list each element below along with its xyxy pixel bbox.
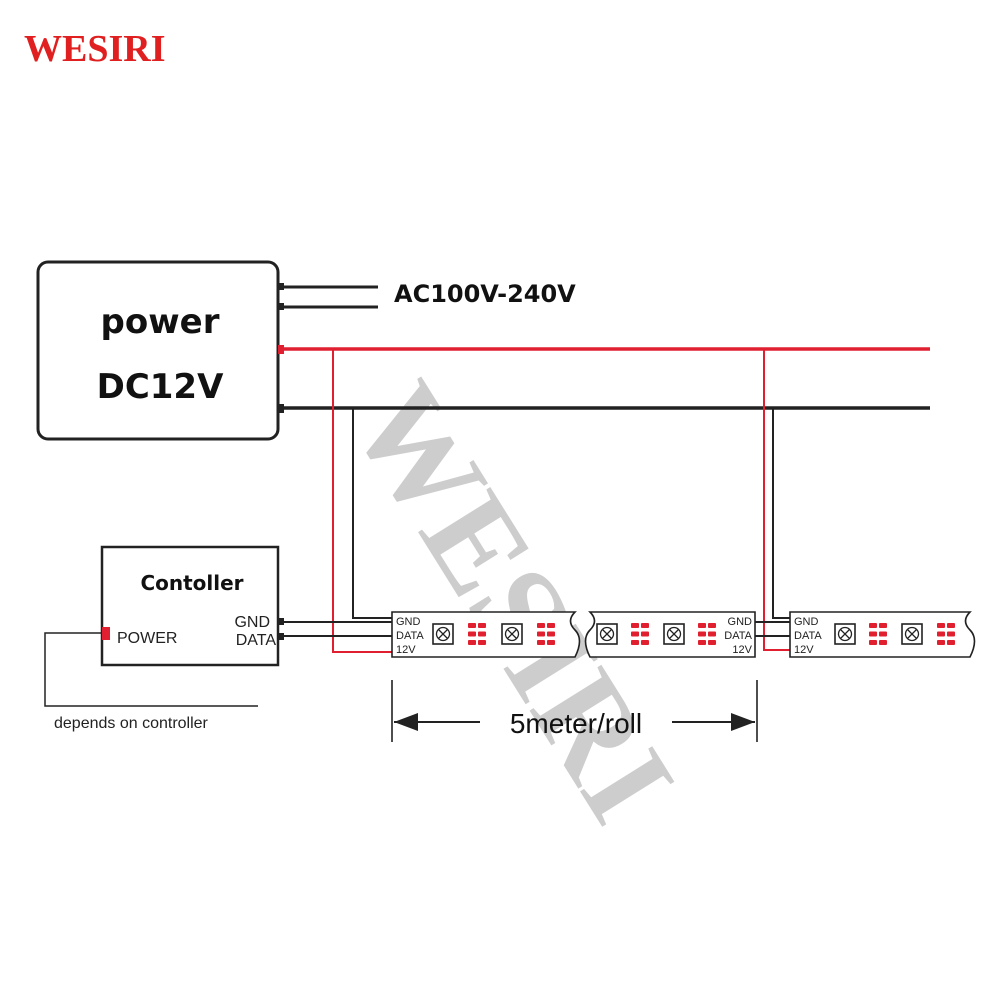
led-chip-icon: [432, 623, 454, 645]
strip1-positive-drop: [332, 349, 392, 653]
strip1-data-label: DATA: [396, 630, 424, 642]
arrow-left-icon: [394, 713, 418, 731]
led-chip-icon: [901, 623, 923, 645]
length-dimension: 5meter/roll: [391, 680, 758, 742]
power-supply: power DC12V: [36, 260, 284, 441]
led-strip-1: GND DATA 12V: [391, 611, 581, 658]
strip1-gnd-label: GND: [396, 616, 421, 628]
watermark: WESIRI: [323, 359, 702, 846]
controller-power-terminal: [102, 627, 110, 640]
power-supply-box: [36, 260, 280, 441]
controller-power-label: POWER: [117, 630, 177, 647]
strip1-negative-drop: [352, 408, 392, 619]
led-chip-icon: [663, 623, 685, 645]
controller-gnd-label: GND: [234, 614, 270, 631]
controller-power-note: depends on controller: [54, 715, 209, 732]
led-chip-icon: [596, 623, 618, 645]
brand-logo: WESIRI: [24, 28, 166, 70]
strip2-gnd-label: GND: [728, 616, 753, 628]
led-chip-icon: [501, 623, 523, 645]
controller: Contoller POWER GND DATA: [100, 545, 284, 667]
led-strip-3: GND DATA 12V: [789, 611, 976, 658]
strip3-positive-drop: [763, 349, 790, 651]
power-title: power: [101, 302, 220, 342]
ac-input-label: AC100V-240V: [394, 280, 576, 308]
strip-length-label: 5meter/roll: [510, 708, 642, 739]
strip1-12v-label: 12V: [396, 644, 416, 656]
strip3-12v-label: 12V: [794, 644, 814, 656]
arrow-right-icon: [731, 713, 755, 731]
controller-box: [100, 545, 280, 667]
controller-title: Contoller: [140, 571, 243, 595]
strip3-data-label: DATA: [794, 630, 822, 642]
led-strip-2: GND DATA 12V: [584, 611, 756, 658]
controller-power-wire: [44, 632, 258, 707]
power-output-voltage: DC12V: [97, 367, 224, 407]
strip2-data-label: DATA: [724, 630, 752, 642]
ac-input-wires: AC100V-240V: [284, 280, 576, 309]
controller-data-label: DATA: [236, 632, 277, 649]
strip2-12v-label: 12V: [732, 644, 752, 656]
led-chip-icon: [834, 623, 856, 645]
strip3-negative-drop: [772, 408, 790, 619]
strip3-gnd-label: GND: [794, 616, 819, 628]
